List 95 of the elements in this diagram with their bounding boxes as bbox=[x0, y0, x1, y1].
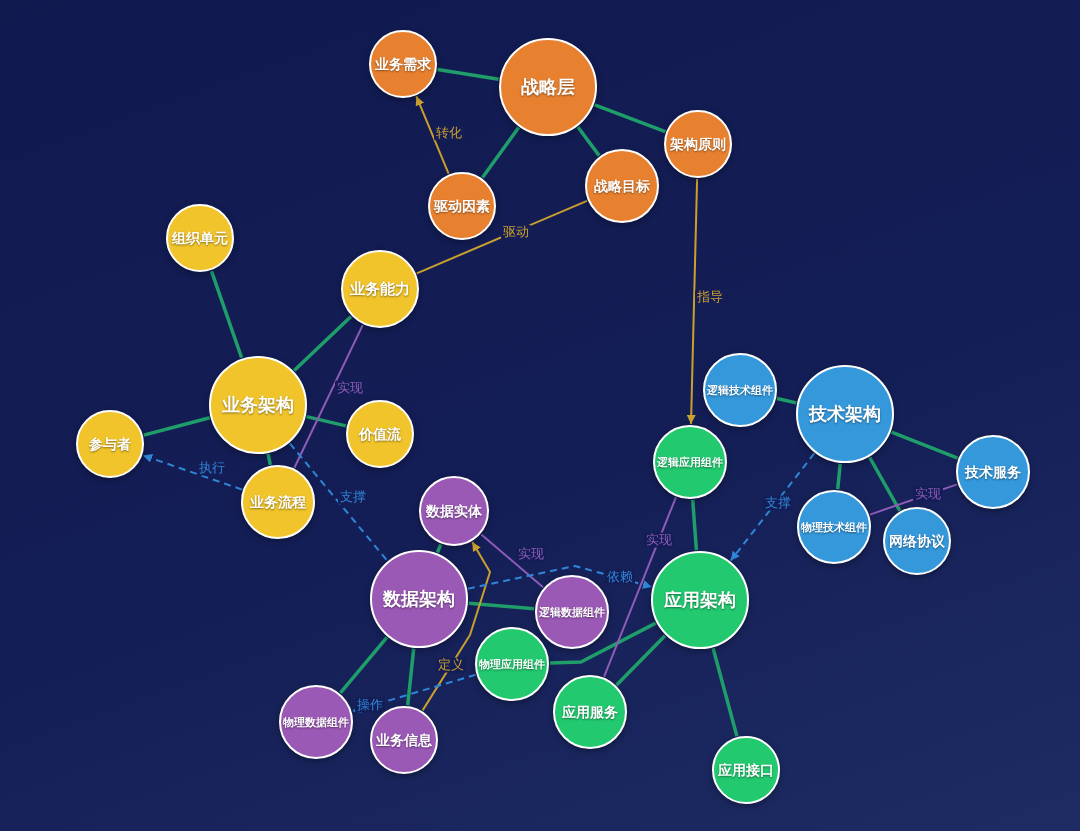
concept-circle bbox=[956, 435, 1030, 509]
connector-line bbox=[868, 456, 902, 512]
connector-line bbox=[549, 621, 657, 665]
concept-circle bbox=[346, 400, 414, 468]
domain-circle bbox=[796, 365, 894, 463]
connector-line bbox=[468, 601, 535, 611]
concept-circle bbox=[279, 685, 353, 759]
connector-line bbox=[143, 416, 211, 437]
domain-circle bbox=[370, 550, 468, 648]
connector-line bbox=[405, 648, 416, 706]
concept-circle bbox=[475, 627, 549, 701]
concept-circle bbox=[369, 30, 437, 98]
node-label: 业务需求 bbox=[375, 55, 431, 73]
connector-line bbox=[835, 463, 842, 490]
edge-label: 支撑 bbox=[338, 489, 368, 505]
dashed-connector-line bbox=[142, 454, 244, 491]
connector-line bbox=[415, 95, 450, 175]
edge-label: 实现 bbox=[644, 532, 674, 548]
edge-label: 驱动 bbox=[501, 224, 531, 240]
connector-line bbox=[435, 543, 443, 554]
concept-circle bbox=[341, 250, 419, 328]
node-label: 驱动因素 bbox=[434, 197, 490, 215]
concept-circle bbox=[585, 149, 659, 223]
node-label: 物理技术组件 bbox=[801, 520, 867, 534]
node-label: 业务信息 bbox=[376, 731, 432, 749]
dashed-connector-line bbox=[288, 442, 389, 562]
connector-line bbox=[480, 533, 545, 589]
edge-label: 依赖 bbox=[605, 569, 635, 585]
node-label: 业务流程 bbox=[250, 493, 306, 511]
concept-circle bbox=[883, 507, 951, 575]
connector-line bbox=[209, 270, 244, 359]
connector-line bbox=[776, 396, 797, 405]
node-label: 数据实体 bbox=[426, 502, 482, 520]
domain-circle bbox=[209, 356, 307, 454]
concept-circle bbox=[664, 110, 732, 178]
node-label: 逻辑应用组件 bbox=[657, 455, 723, 469]
connector-line bbox=[306, 414, 347, 428]
dashed-connector-line bbox=[729, 452, 816, 562]
dashed-connector-line bbox=[466, 565, 653, 590]
concept-circle bbox=[166, 204, 234, 272]
connector-line bbox=[711, 647, 739, 737]
node-label: 应用服务 bbox=[562, 703, 618, 721]
edge-label: 实现 bbox=[913, 486, 943, 502]
connector-line bbox=[266, 453, 272, 466]
connector-line bbox=[481, 126, 521, 179]
concept-circle bbox=[76, 410, 144, 478]
node-label: 应用接口 bbox=[718, 761, 774, 779]
edge-label: 实现 bbox=[516, 546, 546, 562]
domain-circle bbox=[499, 38, 597, 136]
connector-line bbox=[339, 636, 389, 695]
connector-line bbox=[686, 178, 699, 425]
connector-line bbox=[890, 430, 959, 460]
connector-line bbox=[421, 541, 491, 712]
connector-line bbox=[576, 125, 601, 157]
edge-label: 转化 bbox=[434, 125, 464, 141]
edge-label: 定义 bbox=[436, 657, 466, 673]
connector-line bbox=[437, 67, 499, 81]
connector-line bbox=[293, 324, 364, 469]
edge-label: 指导 bbox=[695, 289, 725, 305]
node-label: 逻辑数据组件 bbox=[539, 605, 605, 619]
node-label: 业务能力 bbox=[350, 280, 410, 298]
concept-circle bbox=[553, 675, 627, 749]
concept-circle bbox=[703, 353, 777, 427]
node-label: 网络协议 bbox=[889, 532, 945, 550]
concept-circle bbox=[419, 476, 489, 546]
concept-circle bbox=[241, 465, 315, 539]
node-label: 物理数据组件 bbox=[283, 715, 349, 729]
connector-line bbox=[603, 496, 677, 678]
concept-circle bbox=[428, 172, 496, 240]
connector-line bbox=[594, 103, 666, 134]
concept-circle bbox=[653, 425, 727, 499]
concept-circle bbox=[712, 736, 780, 804]
connector-line bbox=[615, 634, 667, 687]
node-label: 组织单元 bbox=[172, 229, 228, 247]
node-label: 参与者 bbox=[89, 435, 131, 453]
connector-line bbox=[293, 315, 353, 372]
edge-label: 支撑 bbox=[763, 495, 793, 511]
node-label: 物理应用组件 bbox=[479, 657, 545, 671]
node-label: 技术服务 bbox=[965, 463, 1021, 481]
node-label: 技术架构 bbox=[809, 403, 881, 425]
node-label: 战略层 bbox=[521, 76, 575, 98]
edge-label: 实现 bbox=[335, 380, 365, 396]
node-label: 逻辑技术组件 bbox=[707, 383, 773, 397]
concept-circle bbox=[535, 575, 609, 649]
domain-circle bbox=[651, 551, 749, 649]
node-label: 业务架构 bbox=[222, 394, 294, 416]
edge-label: 执行 bbox=[197, 460, 227, 476]
node-label: 架构原则 bbox=[670, 135, 726, 153]
node-label: 应用架构 bbox=[664, 589, 736, 611]
node-label: 数据架构 bbox=[383, 588, 455, 610]
edge-label: 操作 bbox=[355, 697, 385, 713]
connector-line bbox=[690, 499, 699, 551]
node-label: 价值流 bbox=[359, 425, 401, 443]
node-label: 战略目标 bbox=[594, 177, 650, 195]
concept-circle bbox=[797, 490, 871, 564]
